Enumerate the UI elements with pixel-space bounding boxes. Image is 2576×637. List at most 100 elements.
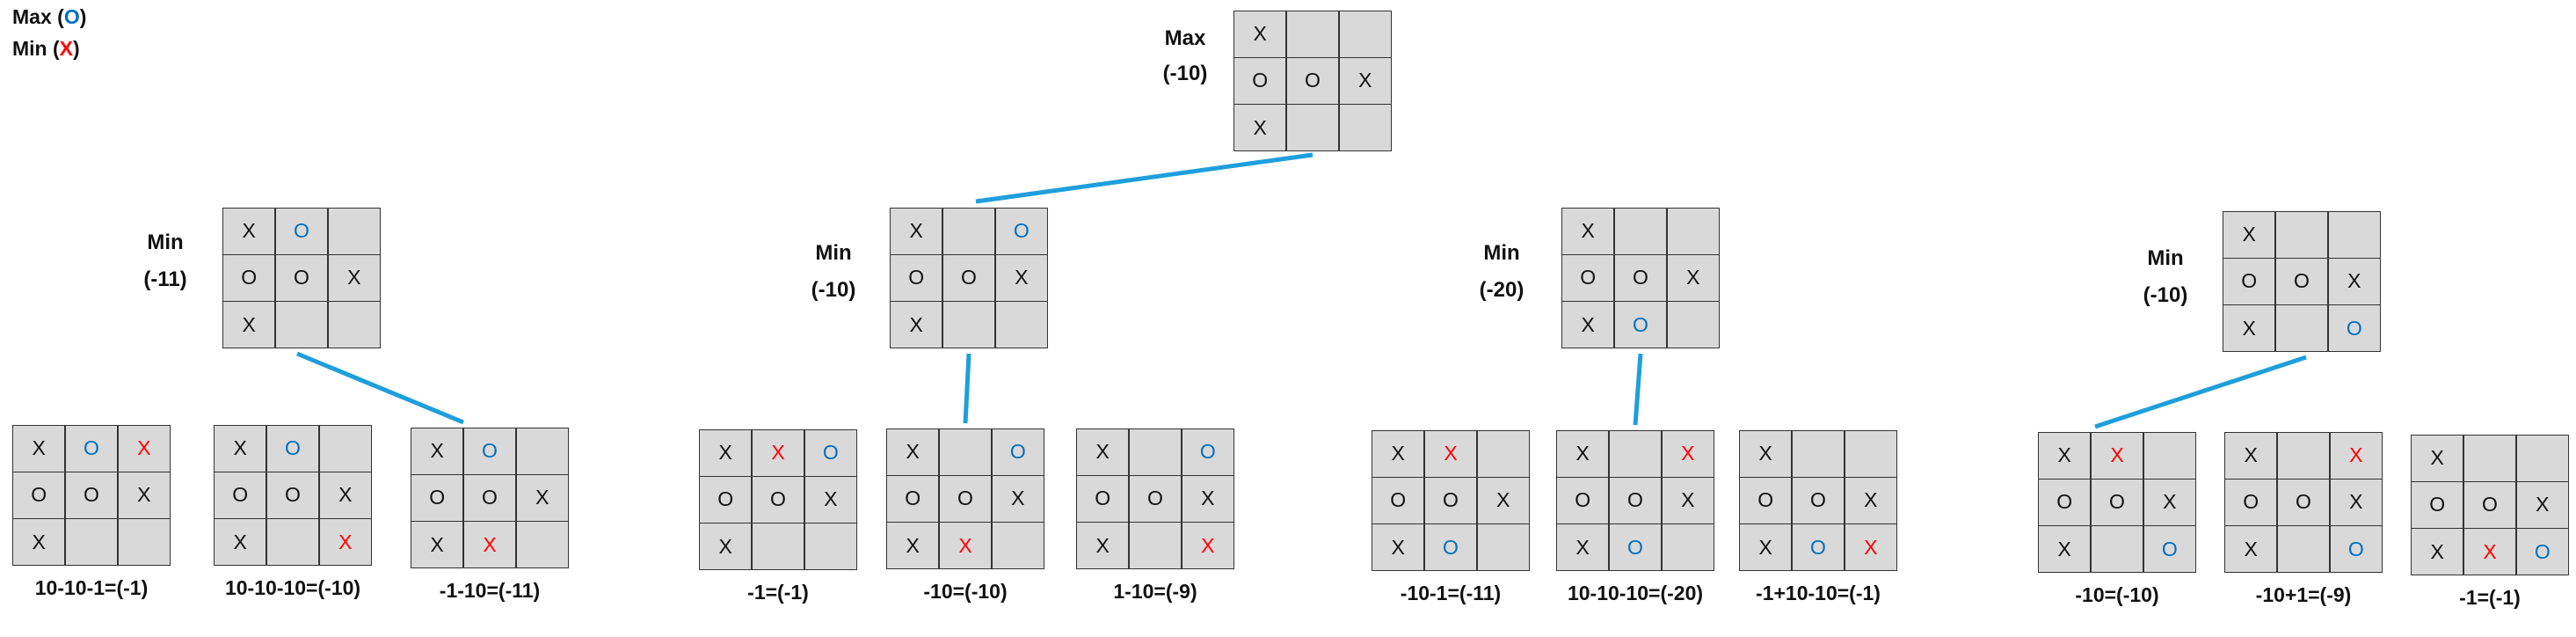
board-cell: [328, 209, 380, 254]
board-cell: O: [1372, 478, 1424, 524]
board-cell: X: [1077, 523, 1129, 568]
board-cell: [516, 522, 568, 567]
board-cell: X: [1234, 11, 1286, 57]
leaf-caption-2-3: 1-10=(-9): [1113, 580, 1197, 603]
edge-branch-1-to-leaf: [296, 351, 464, 425]
board-cell: X: [2330, 433, 2382, 479]
board-cell: X: [2412, 436, 2463, 481]
board-cell: O: [411, 475, 463, 521]
board-cell: [1667, 302, 1719, 348]
board-cell: O: [223, 255, 275, 301]
board-cell: O: [2328, 305, 2380, 351]
board-cell: X: [1557, 431, 1609, 477]
board-cell: O: [891, 255, 942, 301]
leaf-caption-2-1: -1=(-1): [747, 581, 809, 604]
board-cell: [65, 519, 118, 565]
board-cell: O: [1740, 478, 1792, 524]
leaf-caption-3-2: 10-10-10=(-20): [1567, 582, 1704, 604]
board-cell: X: [319, 519, 371, 565]
board-cell: X: [223, 302, 275, 348]
board-cell: X: [2039, 526, 2091, 572]
branch-label-4: Min: [2147, 246, 2184, 270]
board-cell: [804, 524, 856, 569]
board-cell: X: [463, 522, 516, 567]
branch-value-3: (-20): [1479, 278, 1524, 302]
board-cell: O: [65, 426, 118, 472]
board-cell: O: [2091, 480, 2143, 525]
board-cell: O: [266, 426, 319, 472]
board-cell: X: [1077, 429, 1129, 475]
board-cell: [1477, 431, 1529, 477]
board-cell: O: [2223, 259, 2275, 304]
board-cell: X: [2225, 526, 2277, 572]
board-cell: X: [2223, 212, 2275, 258]
board-cell: X: [1557, 524, 1609, 570]
board-cell: O: [1614, 255, 1667, 301]
board-cell: [2516, 436, 2568, 481]
board-cell: X: [1234, 105, 1286, 150]
board-cell: O: [1424, 524, 1477, 570]
board-cell: X: [1477, 478, 1529, 524]
board-cell: [752, 524, 804, 569]
board-cell: [1845, 431, 1896, 477]
leaf-caption-2-2: -10=(-10): [923, 580, 1008, 603]
board-cell: X: [1424, 431, 1477, 477]
board-cell: X: [1562, 302, 1614, 348]
board-cell: X: [2516, 482, 2568, 528]
board-cell: X: [1372, 431, 1424, 477]
board-cell: [1129, 523, 1182, 568]
board-cell: O: [1609, 524, 1662, 570]
leaf-caption-1-1: 10-10-1=(-1): [34, 576, 149, 599]
board-cell: [275, 302, 328, 348]
board-cell: O: [2463, 482, 2516, 528]
board-cell: O: [1792, 524, 1845, 570]
board-cell: O: [275, 255, 328, 301]
board-cell: X: [319, 472, 371, 518]
board-cell: X: [1740, 431, 1792, 477]
board-cell: X: [2223, 305, 2275, 351]
edge-root-to-branch-2: [975, 152, 1313, 204]
edge-branch-3-to-leaf: [1633, 353, 1643, 426]
board-cell: O: [2277, 480, 2330, 525]
board-cell: [118, 519, 170, 565]
board-cell: X: [804, 477, 856, 523]
board-cell: O: [215, 472, 266, 518]
board-cell: O: [995, 209, 1047, 254]
board-cell: [2091, 526, 2143, 572]
branch-label-3: Min: [1483, 241, 1520, 265]
board-cell: O: [65, 472, 118, 518]
board-cell: X: [700, 430, 752, 476]
board-cell: O: [1077, 476, 1129, 522]
board-cell: O: [2225, 480, 2277, 525]
board-cell: X: [2039, 433, 2091, 479]
board-cell: X: [411, 428, 463, 474]
board-cell: O: [2275, 259, 2328, 304]
board-cell: X: [1182, 523, 1233, 568]
legend-max: Max (O): [12, 5, 87, 28]
board-cell: O: [887, 476, 939, 522]
branch-label-1: Min: [147, 231, 184, 254]
board-cell: O: [752, 477, 804, 523]
board-cell: O: [2039, 480, 2091, 525]
board-cell: X: [2143, 480, 2195, 525]
board-cell: [1614, 209, 1667, 254]
board-cell: X: [411, 522, 463, 567]
board-cell: O: [2330, 526, 2382, 572]
board-cell: X: [118, 472, 170, 518]
board-cell: O: [1609, 478, 1662, 524]
legend-min: Min (X): [12, 37, 80, 60]
board-cell: O: [700, 477, 752, 523]
